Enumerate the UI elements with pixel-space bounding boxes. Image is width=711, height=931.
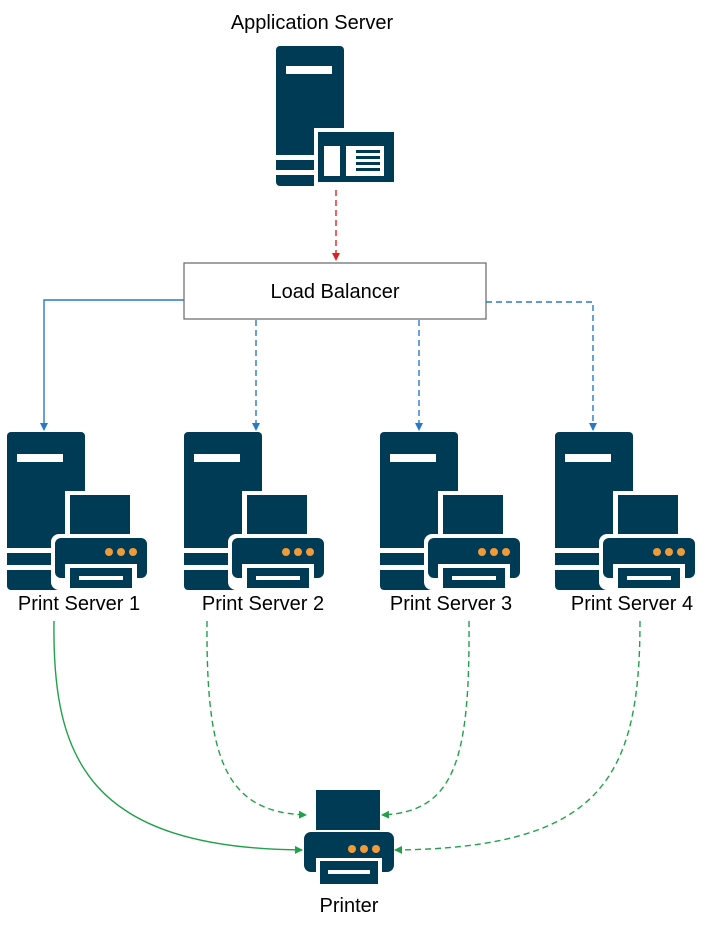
print-server-label: Print Server 4 — [571, 593, 693, 615]
print-server-4: Print Server 4 — [555, 432, 699, 615]
print-server-2: Print Server 2 — [184, 432, 328, 615]
server-with-printer-icon — [7, 432, 151, 590]
print-server-label: Print Server 3 — [390, 593, 512, 615]
connection-lb-to-ps4 — [486, 301, 597, 431]
print-server-label: Print Server 2 — [202, 593, 324, 615]
connection-ps1-to-printer — [53, 620, 303, 854]
printer-label: Printer — [320, 895, 379, 917]
server-with-printer-icon — [555, 432, 699, 590]
printer-icon — [304, 790, 394, 886]
print-server-3: Print Server 3 — [380, 432, 524, 615]
connection-ps2-to-printer — [206, 620, 307, 819]
print-server-1: Print Server 1 — [7, 432, 151, 615]
server-with-printer-icon — [184, 432, 328, 590]
connection-ps4-to-printer — [394, 620, 641, 854]
connection-lb-to-ps1 — [40, 299, 184, 431]
app-server-label: Application Server — [231, 12, 394, 34]
server-with-printer-icon — [380, 432, 524, 590]
load-balancer-label: Load Balancer — [271, 281, 400, 303]
connection-ps3-to-printer — [381, 620, 470, 819]
load-balancer-box — [183, 262, 487, 320]
print-server-label: Print Server 1 — [18, 593, 140, 615]
server-with-document-icon — [276, 46, 398, 186]
